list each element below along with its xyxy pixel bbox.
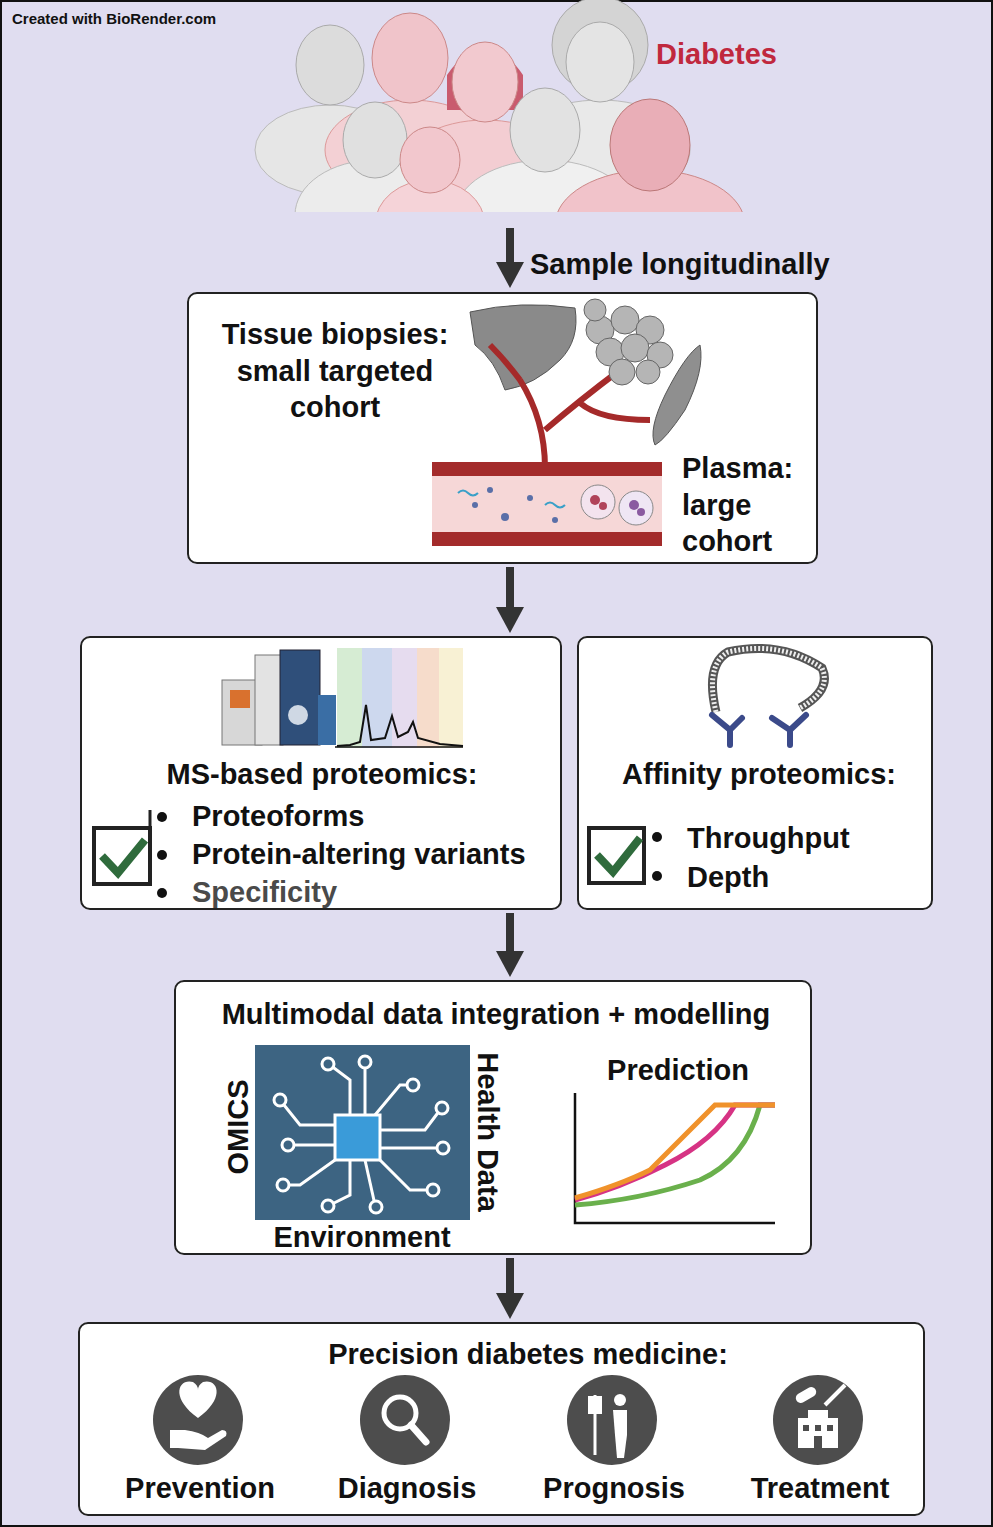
box-heading: MS-based proteomics: [167,756,478,793]
box-text: OMICS [220,1079,257,1174]
flow-arrow [496,913,524,977]
sample-arrow [496,228,524,288]
precision-medicine-box: Precision diabetes medicine: Prevention Di… [78,1322,925,1516]
box-text: Prevention [125,1470,275,1507]
tissue-illustration [432,299,701,546]
box-text: Throughput [687,820,850,857]
arrow-label: Sample longitudinally [530,246,830,283]
box-text: Proteoforms [192,798,364,835]
box-text: Diagnosis [338,1470,477,1507]
medicine-icons [153,1375,863,1465]
sampling-box: Tissue biopsies: small targeted cohortPl… [187,292,818,564]
box-heading: Precision diabetes medicine: [328,1336,728,1373]
prediction-chart [575,1093,775,1223]
box-heading: Tissue biopsies: small targeted cohort [200,316,470,426]
box-heading: Affinity proteomics: [622,756,896,793]
flow-arrow [496,1258,524,1319]
affinity-proteomics-box: Affinity proteomics: ThroughputDepth [577,636,933,910]
box-text: Specificity [192,874,337,911]
box-text: Prediction [607,1052,749,1089]
antibody-illustration [712,648,824,745]
chip-illustration [255,1045,470,1220]
box-text: Environment [273,1219,450,1256]
box-text: Treatment [751,1470,890,1507]
box-text: Prognosis [543,1470,685,1507]
integration-box: Multimodal data integration + modellingO… [174,980,812,1255]
watermark: Created with BioRender.com [12,10,216,29]
box-heading: Multimodal data integration + modelling [222,996,771,1033]
box-text: Protein-altering variants [192,836,526,873]
box-text: Health Data [470,1052,507,1212]
box-text: Depth [687,859,769,896]
box-text: Plasma: large cohort [682,450,812,560]
ms-proteomics-box: MS-based proteomics: ProteoformsProtein-a… [80,636,562,910]
flow-arrow [496,567,524,633]
group-label: Diabetes [656,36,777,73]
mass-spectrometer-illustration [222,648,463,748]
